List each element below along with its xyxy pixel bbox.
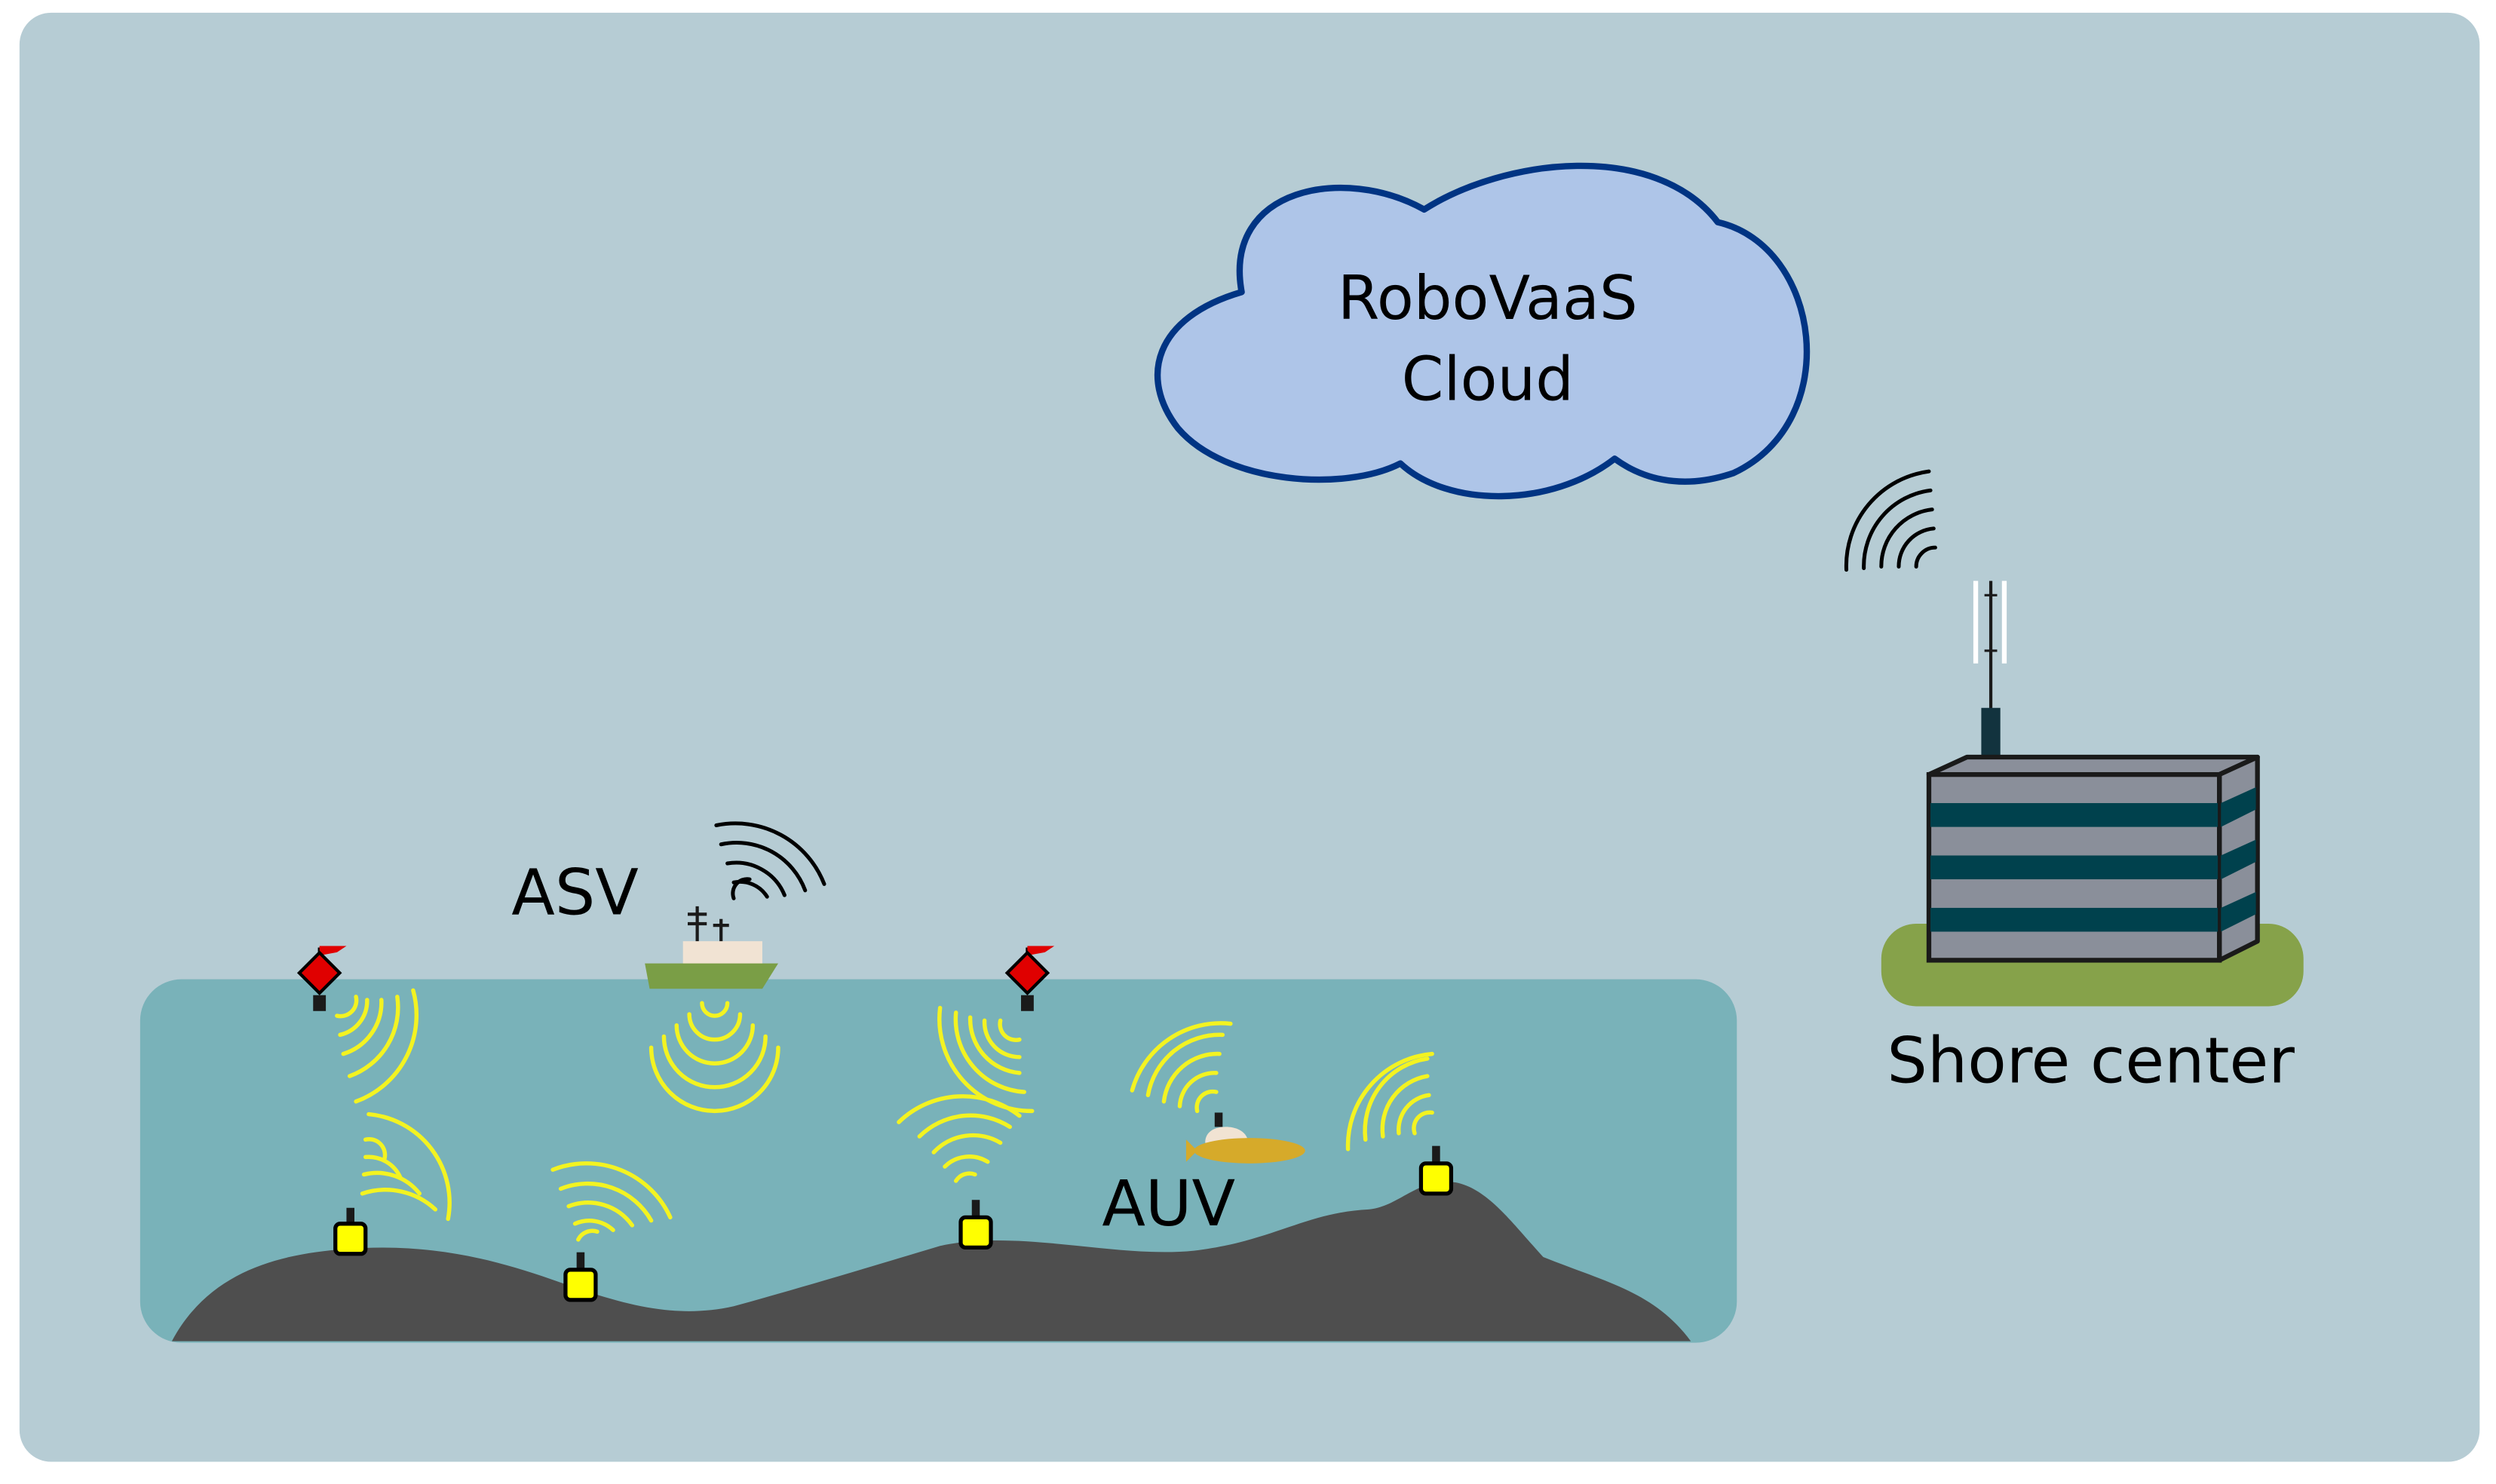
sensor-node-2 xyxy=(550,1161,673,1302)
building-icon xyxy=(1926,754,2260,963)
cloud-icon: RoboVaaS Cloud xyxy=(1154,162,1811,500)
sensor-node-icon xyxy=(333,1207,368,1256)
asv-label: ASV xyxy=(511,855,639,929)
sensor-node-1 xyxy=(333,1111,452,1256)
acoustic-wave-icon xyxy=(360,1111,452,1222)
sensor-node-3 xyxy=(897,1094,1022,1250)
acoustic-wave-icon xyxy=(649,1001,780,1114)
auv: AUV xyxy=(1102,1021,1305,1240)
acoustic-wave-icon xyxy=(1345,1051,1434,1151)
cloud-label-line1: RoboVaaS xyxy=(1338,263,1638,333)
submarine-icon xyxy=(1185,1112,1305,1164)
radio-wave-icon xyxy=(1844,469,1937,572)
shore-center: Shore center xyxy=(1844,469,2304,1097)
boat-icon xyxy=(645,906,778,989)
acoustic-wave-icon xyxy=(897,1094,1022,1183)
seabed-terrain xyxy=(171,1182,1691,1341)
auv-label: AUV xyxy=(1102,1167,1235,1240)
marker-buoy-left xyxy=(296,946,419,1104)
acoustic-wave-icon xyxy=(1130,1021,1233,1114)
cloud-label-line2: Cloud xyxy=(1402,344,1574,414)
sensor-node-icon xyxy=(958,1200,993,1250)
acoustic-wave-icon xyxy=(335,988,419,1104)
sensor-node-icon xyxy=(1418,1145,1454,1196)
buoy-icon xyxy=(296,946,347,1011)
acoustic-wave-icon xyxy=(550,1161,673,1242)
asv: ASV xyxy=(511,821,826,1114)
sensor-node-4 xyxy=(1345,1051,1454,1196)
buoy-icon xyxy=(1004,946,1055,1011)
shore-center-label: Shore center xyxy=(1887,1023,2295,1097)
radio-wave-icon xyxy=(714,821,826,900)
sensor-node-icon xyxy=(563,1252,598,1302)
